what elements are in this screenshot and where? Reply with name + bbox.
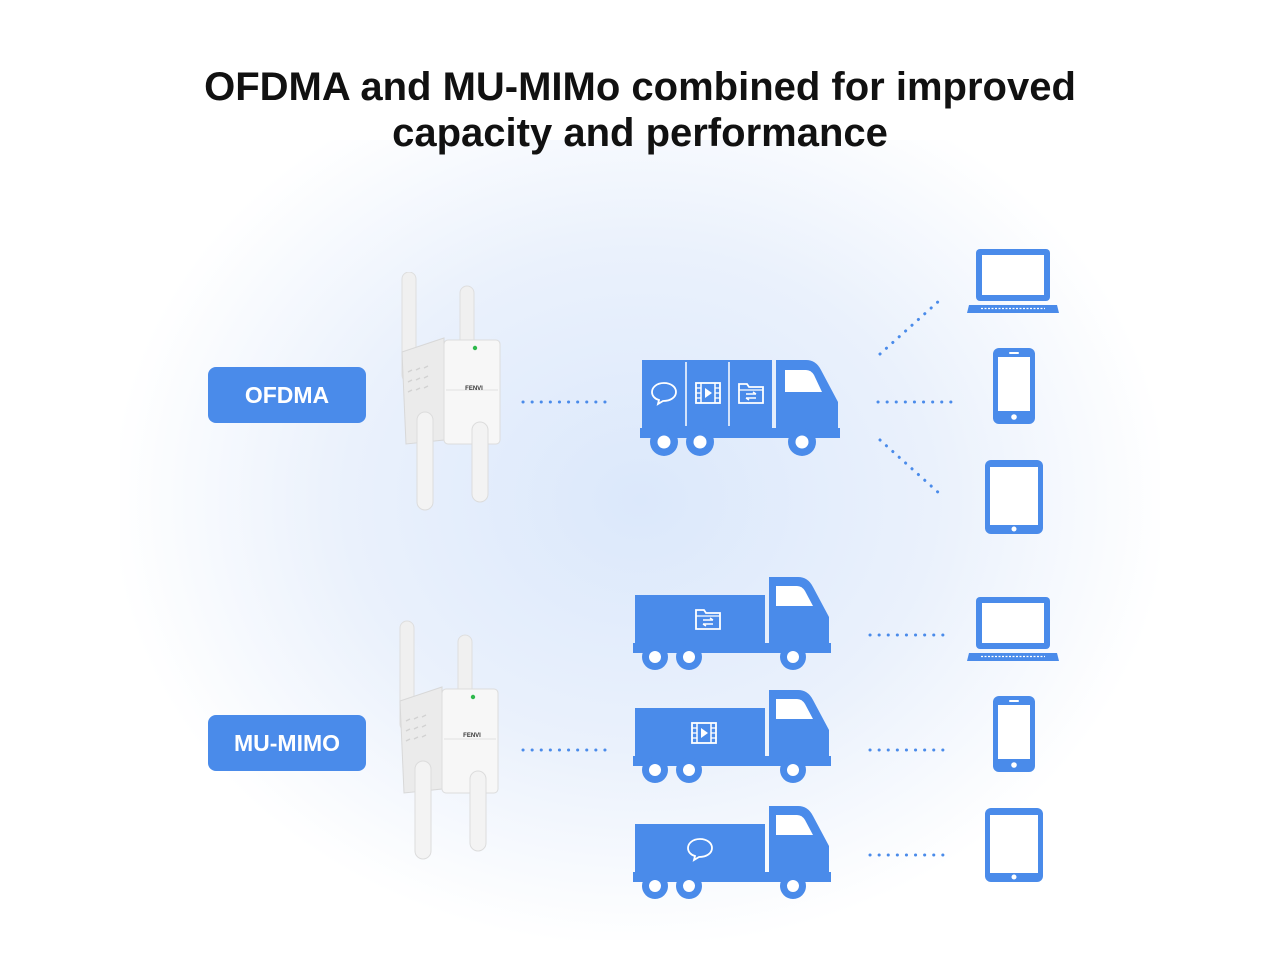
phone-icon	[993, 696, 1035, 772]
mu-mimo-truck-3	[633, 806, 831, 899]
mu-mimo-device-links	[868, 633, 952, 857]
ofdma-label: OFDMA	[208, 367, 366, 423]
tablet-icon	[985, 460, 1043, 534]
title-line-1: OFDMA and MU-MIMo combined for improved	[204, 65, 1076, 109]
ofdma-truck	[640, 360, 840, 456]
mu-mimo-label-text: MU-MIMO	[233, 729, 341, 756]
laptop-icon	[967, 597, 1059, 661]
mu-mimo-router-brand: FENVI	[463, 733, 481, 739]
ofdma-label-text: OFDMA	[244, 381, 330, 408]
ofdma-router: FENVI	[401, 272, 501, 511]
ofdma-device-links	[876, 298, 960, 496]
title-line-2: capacity and performance	[392, 111, 888, 155]
mu-mimo-label: MU-MIMO	[208, 715, 366, 771]
page-title: OFDMA and MU-MIMo combined for improved …	[0, 64, 1280, 156]
mu-mimo-router: FENVI	[399, 620, 499, 860]
phone-icon	[993, 348, 1035, 424]
mu-mimo-truck-2	[633, 690, 831, 783]
tablet-icon	[985, 808, 1043, 882]
laptop-icon	[967, 249, 1059, 313]
mu-mimo-truck-1	[633, 577, 831, 670]
ofdma-router-brand: FENVI	[465, 386, 483, 392]
